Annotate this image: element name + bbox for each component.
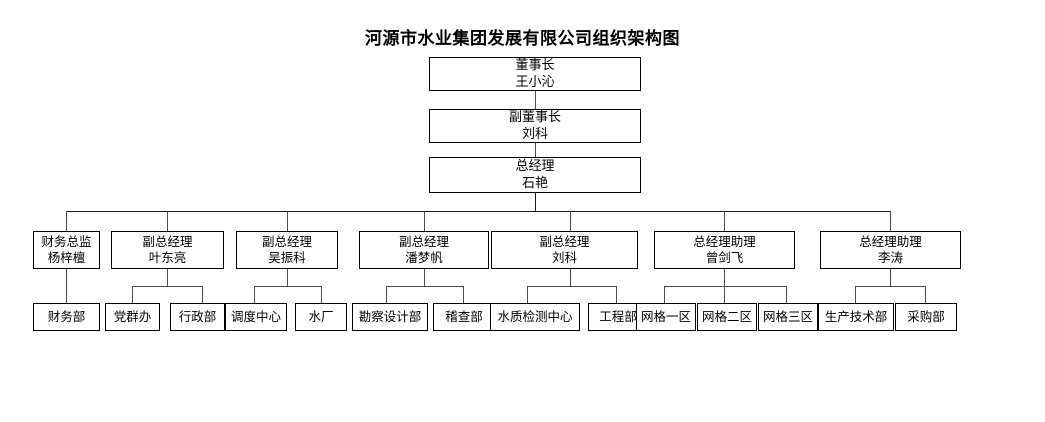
connector-asst-zeng-bus [664,286,786,287]
node-asst-zeng[interactable]: 总经理助理 曾剑飞 [654,231,795,269]
connector-vgm-ye-to-admin [202,286,203,303]
connector-bus-to-vgm-liu [570,211,571,231]
node-asst-li-role: 总经理助理 [859,235,922,249]
node-dept-grid-zone-3-label: 网格三区 [762,310,813,324]
node-dept-inspection[interactable]: 稽查部 [433,303,495,331]
node-dept-production-tech-label: 生产技术部 [824,310,888,324]
connector-bus-to-asst-zeng [724,211,725,231]
connector-vgm-ye-bus [132,286,202,287]
node-dept-dispatch-label: 调度中心 [230,310,281,324]
connector-vgm-pan-to-inspection [463,286,464,303]
node-asst-li-name: 李涛 [877,251,903,265]
node-dept-inspection-label: 稽查部 [445,310,483,324]
node-vgm-ye-name: 叶东亮 [148,251,187,265]
node-dept-admin-label: 行政部 [178,310,217,324]
node-vgm-ye[interactable]: 副总经理 叶东亮 [111,231,224,269]
connector-asst-zeng-stem [724,269,725,286]
node-asst-zeng-role: 总经理助理 [693,235,756,249]
node-dept-procurement[interactable]: 采购部 [895,303,957,331]
connector-asst-zeng-to-grid2 [724,286,725,303]
node-dept-grid-zone-2-label: 网格二区 [701,310,752,324]
node-vgm-wu[interactable]: 副总经理 吴振科 [236,231,338,269]
node-dept-finance-label: 财务部 [47,310,86,324]
connector-vgm-liu-bus [527,286,616,287]
node-vgm-wu-name: 吴振科 [268,251,306,265]
page-title: 河源市水业集团发展有限公司组织架构图 [365,29,680,48]
connector-vice-to-gm [535,143,536,157]
node-vgm-wu-role: 副总经理 [261,235,312,249]
connector-vgm-wu-stem [287,269,288,286]
connector-asst-li-to-procurement [925,286,926,303]
node-vgm-liu[interactable]: 副总经理 刘科 [491,231,638,269]
node-dept-party-affairs[interactable]: 党群办 [105,303,160,331]
connector-bus-to-cfo [66,211,67,231]
node-dept-grid-zone-1[interactable]: 网格一区 [636,303,696,331]
connector-bus-to-vgm-pan [424,211,425,231]
connector-vgm-wu-bus [254,286,321,287]
node-vgm-pan[interactable]: 副总经理 潘梦帆 [359,231,489,269]
connector-vgm-liu-to-engineering [616,286,617,303]
connector-chairman-to-vice [535,91,536,109]
node-dept-production-tech[interactable]: 生产技术部 [818,303,894,331]
connector-bus-to-vgm-ye [167,211,168,231]
node-asst-zeng-name: 曾剑飞 [705,251,744,265]
node-cfo-name: 杨梓檀 [47,251,86,265]
connector-vgm-ye-to-party [132,286,133,303]
connector-asst-li-stem [890,269,891,286]
node-vice-chairman-role: 副董事长 [508,109,561,125]
node-general-manager[interactable]: 总经理 石艳 [429,157,641,193]
node-chairman-name: 王小沁 [515,74,555,89]
node-dept-admin[interactable]: 行政部 [170,303,225,331]
node-dept-survey-design[interactable]: 勘察设计部 [352,303,428,331]
node-dept-grid-zone-3[interactable]: 网格三区 [758,303,818,331]
node-general-manager-role: 总经理 [515,158,555,174]
connector-vgm-ye-stem [167,269,168,286]
connector-cfo-to-finance [66,269,67,303]
connector-asst-zeng-to-grid3 [786,286,787,303]
connector-vgm-liu-stem [570,269,571,286]
connector-vgm-pan-bus [386,286,463,287]
connector-asst-li-to-production [855,286,856,303]
connector-bus-to-asst-li [890,211,891,231]
node-dept-water-quality-label: 水质检测中心 [497,310,573,324]
node-dept-survey-design-label: 勘察设计部 [358,310,422,324]
node-dept-grid-zone-1-label: 网格一区 [640,310,691,324]
node-vgm-liu-role: 副总经理 [539,235,590,249]
node-asst-li[interactable]: 总经理助理 李涛 [820,231,961,269]
connector-gm-stem [535,193,536,211]
node-dept-waterworks-label: 水厂 [308,310,334,324]
node-dept-dispatch[interactable]: 调度中心 [225,303,287,331]
node-dept-party-affairs-label: 党群办 [113,310,152,324]
connector-vgm-pan-to-survey [386,286,387,303]
connector-asst-li-bus [855,286,925,287]
node-vgm-pan-role: 副总经理 [398,235,449,249]
connector-main-bus [66,211,890,212]
connector-vgm-wu-to-dispatch [254,286,255,303]
node-cfo-role: 财务总监 [41,235,92,249]
node-vgm-liu-name: 刘科 [551,251,577,265]
node-general-manager-name: 石艳 [521,175,548,190]
connector-vgm-liu-to-quality [527,286,528,303]
node-dept-engineering-label: 工程部 [599,310,637,324]
node-dept-waterworks[interactable]: 水厂 [295,303,347,331]
node-vgm-pan-name: 潘梦帆 [405,251,443,265]
connector-asst-zeng-to-grid1 [664,286,665,303]
node-cfo[interactable]: 财务总监 杨梓檀 [33,231,100,269]
node-dept-water-quality[interactable]: 水质检测中心 [490,303,580,331]
connector-bus-to-vgm-wu [287,211,288,231]
node-vice-chairman[interactable]: 副董事长 刘科 [429,109,641,143]
node-vice-chairman-name: 刘科 [521,126,548,141]
node-vgm-ye-role: 副总经理 [142,235,193,249]
node-chairman[interactable]: 董事长 王小沁 [429,57,641,91]
connector-vgm-pan-stem [424,269,425,286]
node-chairman-role: 董事长 [515,57,555,73]
node-dept-grid-zone-2[interactable]: 网格二区 [697,303,757,331]
node-dept-finance[interactable]: 财务部 [33,303,100,331]
connector-vgm-wu-to-waterworks [321,286,322,303]
node-dept-procurement-label: 采购部 [907,310,945,324]
